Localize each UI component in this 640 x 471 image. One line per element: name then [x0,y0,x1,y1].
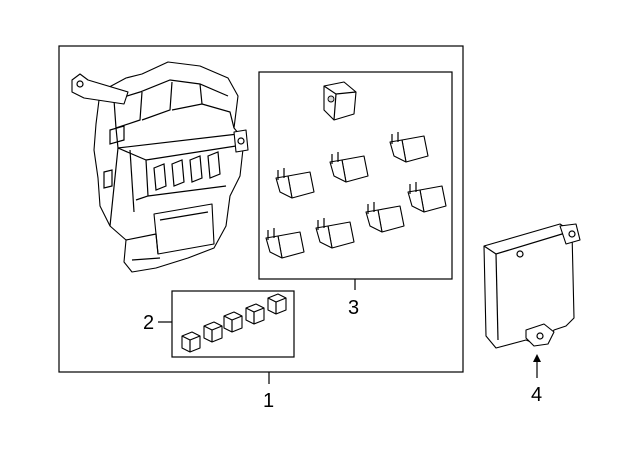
fuse [203,321,223,343]
relay [407,182,447,213]
fuse [245,303,265,325]
callout-4: 4 [531,384,542,406]
relay [265,228,305,259]
relay-set [265,132,447,259]
callout-1: 1 [263,390,274,412]
assembly-frame [58,45,464,373]
callout-2: 2 [143,312,154,334]
relay [315,218,355,249]
fuse [223,311,243,333]
fuse-set [181,293,287,353]
callout-3: 3 [348,297,359,319]
fuse-relay-box [71,61,249,273]
fuse-group-frame [171,290,295,358]
control-module [483,223,581,349]
relay [389,132,429,163]
fuse [267,293,287,315]
relay-group [323,81,357,121]
relay [365,202,405,233]
relay [329,152,369,183]
fuse [181,331,201,353]
arrow-head-4 [533,354,541,362]
relay [275,168,315,199]
